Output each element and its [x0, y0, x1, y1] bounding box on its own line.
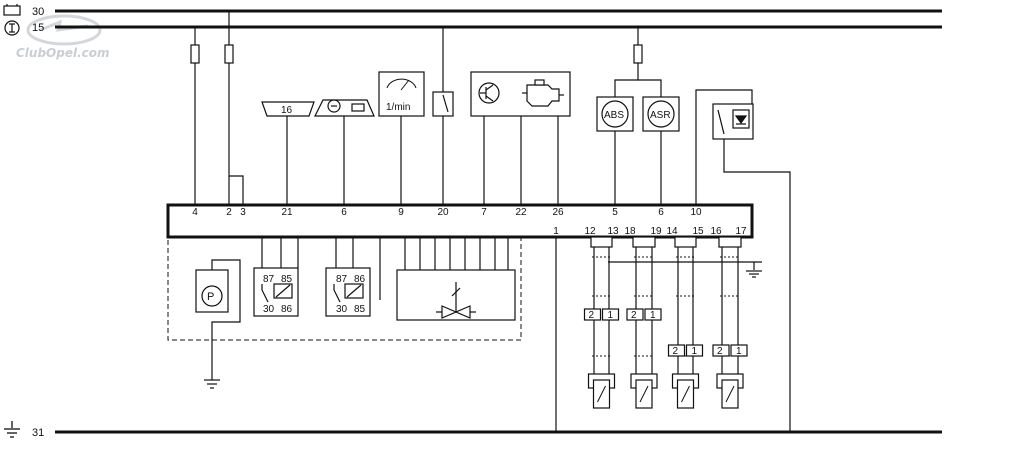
asr-label: ASR — [650, 110, 671, 121]
connector-pin — [730, 344, 748, 357]
rail-31-label: 31 — [32, 427, 44, 439]
relay-terminal: 30 — [263, 304, 275, 315]
ground-icon — [4, 421, 20, 438]
abs-label: ABS — [604, 110, 624, 121]
connector-label: 1 — [650, 310, 656, 321]
connector-label: 1 — [692, 346, 698, 357]
rail-30-label: 30 — [32, 6, 44, 18]
brake-switch — [712, 103, 754, 140]
fuel-display-label: 16 — [281, 105, 293, 116]
pin-label: 26 — [552, 207, 564, 218]
control-module — [166, 203, 754, 239]
pin-label: 7 — [481, 207, 487, 218]
engine-control-unit — [470, 71, 571, 117]
switch — [432, 91, 454, 117]
ignition-switch-icon — [4, 20, 20, 36]
pin-label: 3 — [240, 207, 246, 218]
module-plug — [632, 236, 656, 248]
module-bottom-pins: 1 12 13 18 19 14 15 16 17 — [553, 226, 747, 237]
module-plug — [718, 236, 742, 248]
connector-label: 2 — [589, 310, 595, 321]
battery-icon — [3, 4, 21, 16]
pin-label: 6 — [658, 207, 664, 218]
pin-label: 18 — [624, 226, 636, 237]
wheel-sensor-wiring — [608, 261, 762, 278]
pin-label: 20 — [437, 207, 449, 218]
relay-terminal: 87 — [263, 274, 275, 285]
module-plug — [674, 236, 697, 248]
hydraulic-unit-enclosure — [167, 236, 522, 341]
connector-label: 2 — [717, 346, 723, 357]
module-plug — [590, 236, 613, 248]
connector-label: 1 — [736, 346, 742, 357]
tachometer: 1/min — [378, 71, 425, 117]
power-rails — [55, 9, 942, 434]
connector-pin — [644, 308, 662, 321]
pin-label: 16 — [710, 226, 722, 237]
connector-pin — [626, 308, 644, 321]
solenoid-valve-block — [396, 237, 516, 321]
transistor-icon — [478, 82, 500, 104]
module-top-pins: 4 2 3 21 6 9 20 7 22 26 5 6 10 — [192, 207, 702, 218]
pin-label: 6 — [341, 207, 347, 218]
pin-label: 1 — [553, 226, 559, 237]
pump-motor: P — [195, 259, 241, 389]
pin-label: 15 — [692, 226, 704, 237]
relay-terminal: 86 — [354, 274, 366, 285]
pin-label: 12 — [584, 226, 596, 237]
connector-pin — [685, 344, 704, 357]
fuse-3 — [633, 44, 643, 64]
connector-pin — [583, 308, 602, 321]
tachometer-unit: 1/min — [386, 102, 410, 113]
warning-lamp — [314, 99, 375, 117]
pump-motor-label: P — [207, 291, 214, 303]
pin-label: 4 — [192, 207, 198, 218]
pin-label: 5 — [612, 207, 618, 218]
pump-relay: 87 85 30 86 — [253, 237, 299, 317]
connector-label: 2 — [673, 346, 679, 357]
valve-relay: 87 86 30 85 — [325, 237, 381, 317]
relay-terminal: 85 — [281, 274, 293, 285]
pin-label: 2 — [226, 207, 232, 218]
fuses — [190, 11, 643, 64]
engine-icon — [526, 84, 560, 107]
pin-label: 17 — [735, 226, 747, 237]
relay-terminal: 85 — [354, 304, 366, 315]
fuse-2 — [224, 44, 234, 64]
abs-lamp: ABS — [596, 96, 634, 132]
pin-label: 9 — [398, 207, 404, 218]
relay-terminal: 87 — [336, 274, 348, 285]
rail-15-label: 15 — [32, 22, 44, 34]
fuel-display: 16 — [261, 101, 315, 117]
connector-pin — [601, 308, 620, 321]
pin-label: 14 — [666, 226, 678, 237]
asr-lamp: ASR — [642, 96, 680, 132]
pin-label: 19 — [650, 226, 662, 237]
connector-label: 1 — [608, 310, 614, 321]
watermark-text: ClubOpel.com — [16, 46, 110, 60]
top-wires — [194, 27, 791, 432]
pin-label: 22 — [515, 207, 527, 218]
connector-label: 2 — [631, 310, 637, 321]
clubopel-watermark: ClubOpel.com — [16, 14, 110, 60]
pin-label: 13 — [607, 226, 619, 237]
pin-label: 21 — [281, 207, 293, 218]
pin-label: 10 — [690, 207, 702, 218]
relay-terminal: 30 — [336, 304, 348, 315]
fuse-1 — [190, 44, 200, 64]
relay-terminal: 86 — [281, 304, 293, 315]
